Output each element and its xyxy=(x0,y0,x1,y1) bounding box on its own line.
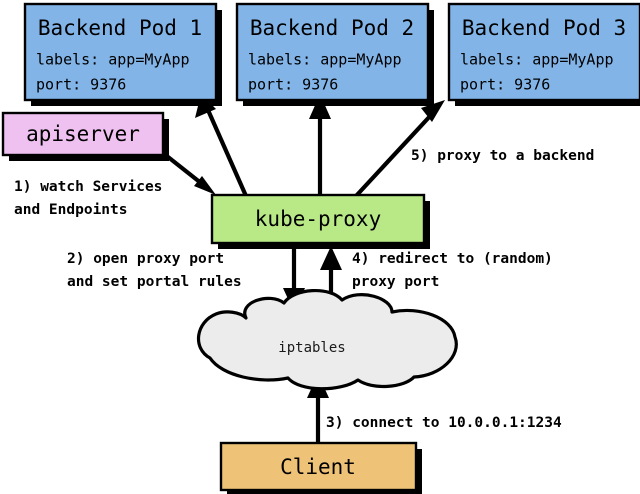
node-backend-pod-1: Backend Pod 1 labels: app=MyApp port: 93… xyxy=(23,2,222,106)
node-apiserver: apiserver xyxy=(1,111,169,161)
step4-line1: 4) redirect to (random) xyxy=(352,251,553,267)
node-backend-pod-3: Backend Pod 3 labels: app=MyApp port: 93… xyxy=(447,2,640,106)
step4-line2: proxy port xyxy=(352,274,439,290)
pod3-title: Backend Pod 3 xyxy=(462,16,626,40)
step-label-5: 5) proxy to a backend xyxy=(411,148,594,164)
pod2-port: port: 9376 xyxy=(248,76,338,94)
connector-kubeproxy-to-pod2 xyxy=(309,94,331,196)
pod1-labels: labels: app=MyApp xyxy=(36,51,190,69)
connector-kubeproxy-to-pod3 xyxy=(354,100,445,198)
iptables-cloud: iptables xyxy=(196,288,458,391)
kube-proxy-title: kube-proxy xyxy=(255,207,381,231)
node-client: Client xyxy=(219,441,422,494)
step-label-4: 4) redirect to (random) proxy port xyxy=(352,251,553,290)
pod1-title: Backend Pod 1 xyxy=(38,16,202,40)
connector-apiserver-to-kubeproxy xyxy=(161,151,216,195)
step-label-1: 1) watch Services and Endpoints xyxy=(14,179,162,218)
iptables-label: iptables xyxy=(278,340,345,356)
step1-line1: 1) watch Services xyxy=(14,179,162,195)
pod3-port: port: 9376 xyxy=(460,76,550,94)
apiserver-title: apiserver xyxy=(26,122,140,146)
step3-line1: 3) connect to 10.0.0.1:1234 xyxy=(326,415,562,431)
client-title: Client xyxy=(280,455,356,479)
step2-line2: and set portal rules xyxy=(67,274,242,290)
pod2-title: Backend Pod 2 xyxy=(250,16,414,40)
pod1-port: port: 9376 xyxy=(36,76,126,94)
node-kube-proxy: kube-proxy xyxy=(210,193,430,249)
step-label-2: 2) open proxy port and set portal rules xyxy=(67,251,242,290)
pod3-labels: labels: app=MyApp xyxy=(460,51,614,69)
step-label-3: 3) connect to 10.0.0.1:1234 xyxy=(326,415,562,431)
step2-line1: 2) open proxy port xyxy=(67,251,224,267)
pod2-labels: labels: app=MyApp xyxy=(248,51,402,69)
step5-line1: 5) proxy to a backend xyxy=(411,148,594,164)
node-backend-pod-2: Backend Pod 2 labels: app=MyApp port: 93… xyxy=(235,2,434,106)
step1-line2: and Endpoints xyxy=(14,202,128,218)
